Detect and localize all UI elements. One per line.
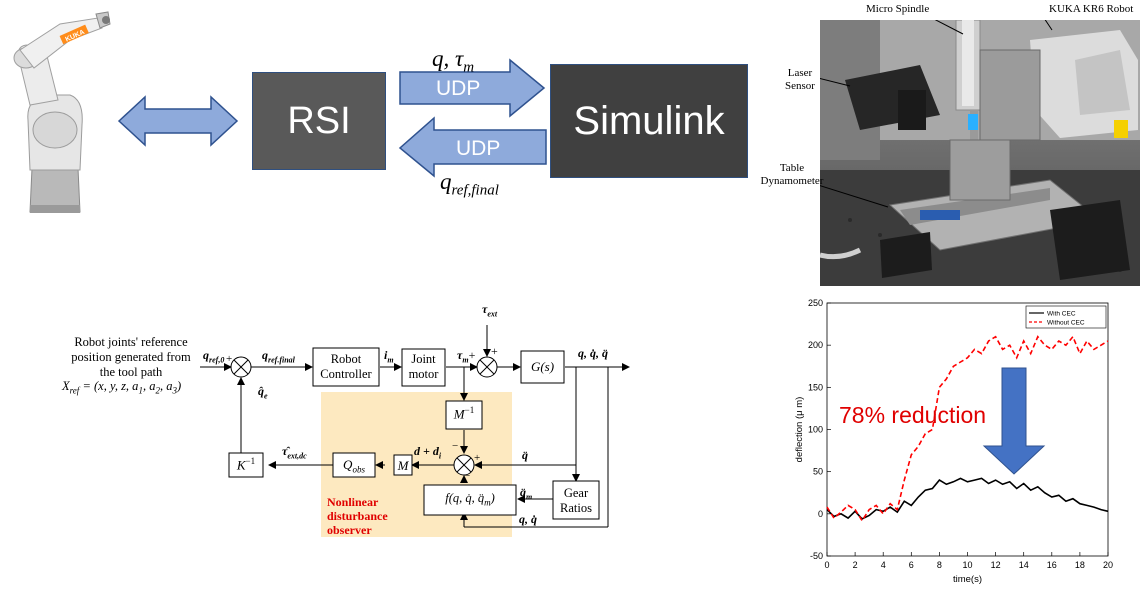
- g-block: [520, 350, 565, 384]
- sig-taum: τm+: [457, 348, 476, 365]
- sig-im: im: [384, 348, 394, 365]
- legend-label: Without CEC: [1047, 320, 1085, 327]
- kuka-robot-image: KUKA: [13, 11, 111, 213]
- q-obs-block: [332, 452, 376, 478]
- sig-qref0: qref,0: [203, 348, 225, 365]
- y-tick-label: 100: [808, 425, 823, 435]
- observer-label: Nonlinear disturbance observer: [327, 495, 388, 537]
- block-diagram: [200, 325, 630, 528]
- top-signal-label: q, τm: [432, 46, 475, 76]
- sig-q-qdot: q, q̇: [519, 512, 537, 526]
- x-tick-label: 0: [824, 560, 829, 570]
- y-tick-label: 250: [808, 298, 823, 308]
- sum1-plus: +: [226, 353, 233, 365]
- robot-controller-block: [312, 347, 380, 387]
- sig-output: q, q̇, q̈: [578, 346, 608, 360]
- y-tick-label: 50: [813, 467, 823, 477]
- simulink-label: Simulink: [573, 98, 725, 143]
- sig-tau-dc: τ̂ext,dc: [282, 444, 307, 461]
- f-block-label: f(q, q̇, q̈m): [445, 491, 495, 508]
- x-tick-label: 2: [853, 560, 858, 570]
- sig-tau-ext: τext: [482, 302, 498, 319]
- reduction-down-arrow: [982, 367, 1046, 475]
- y-tick-label: 200: [808, 340, 823, 350]
- y-tick-label: 0: [818, 509, 823, 519]
- sum3-minus-bottom: −: [464, 470, 471, 482]
- x-tick-label: 6: [909, 560, 914, 570]
- sig-qddot-m: q̈m: [520, 485, 533, 502]
- sig-qe: q̂e: [258, 384, 268, 401]
- kuka-robot-label: KUKA KR6 Robot: [1049, 3, 1134, 15]
- x-tick-label: 12: [991, 560, 1001, 570]
- k-inverse-label: K−1: [236, 456, 256, 473]
- reduction-annotation: 78% reduction: [839, 402, 986, 428]
- sum3-minus-top: −: [452, 440, 459, 452]
- x-axis-label: time(s): [953, 574, 982, 585]
- udp-arrows: [398, 58, 547, 178]
- sig-disturbance: d + di: [414, 444, 442, 461]
- udp-bottom-label: UDP: [456, 137, 501, 160]
- plot-area: [826, 302, 1109, 557]
- x-tick-label: 14: [1019, 560, 1029, 570]
- setup-photo: [820, 20, 1140, 286]
- x-tick-label: 4: [881, 560, 886, 570]
- g-block-label: G(s): [530, 359, 555, 374]
- robot-rsi-double-arrow: [117, 95, 239, 147]
- f-block: [423, 484, 517, 516]
- bottom-signal-label: qref,final: [440, 169, 499, 199]
- x-tick-label: 10: [962, 560, 972, 570]
- rsi-label: RSI: [287, 99, 351, 142]
- legend-label: With CEC: [1047, 311, 1076, 318]
- gear-ratios-block: [552, 480, 600, 520]
- reference-description: Robot joints' reference position generat…: [71, 335, 191, 379]
- simulink-box: Simulink: [550, 64, 748, 178]
- m-inverse-label: M−1: [453, 405, 475, 422]
- rsi-box: RSI: [252, 72, 386, 170]
- x-tick-label: 20: [1103, 560, 1113, 570]
- k-inverse-block: [228, 452, 264, 478]
- sum3-plus-right: +: [474, 452, 481, 464]
- y-tick-label: -50: [810, 551, 823, 561]
- m-block: [393, 454, 413, 476]
- y-tick-label: 150: [808, 382, 823, 392]
- series-line-without-cec: [826, 335, 1109, 523]
- micro-spindle-label: Micro Spindle: [866, 3, 930, 15]
- joint-motor-block: [401, 348, 446, 387]
- xref-formula: Xref = (x, y, z, a1, a2, a3): [62, 379, 182, 396]
- series-line-with-cec: [826, 477, 1109, 520]
- q-obs-label: Qobs: [343, 457, 365, 475]
- legend-box: [1025, 305, 1107, 329]
- sig-qref-final: qref.final: [262, 348, 295, 365]
- x-tick-label: 16: [1047, 560, 1057, 570]
- sum2-plus: +: [491, 344, 498, 358]
- y-axis-label: deflection (μ m): [794, 397, 805, 463]
- m-label: M: [397, 458, 409, 473]
- x-tick-label: 8: [937, 560, 942, 570]
- udp-top-label: UDP: [436, 77, 481, 100]
- x-tick-label: 18: [1075, 560, 1085, 570]
- m-inverse-block: [445, 400, 483, 430]
- sig-qddot: q̈: [522, 448, 528, 462]
